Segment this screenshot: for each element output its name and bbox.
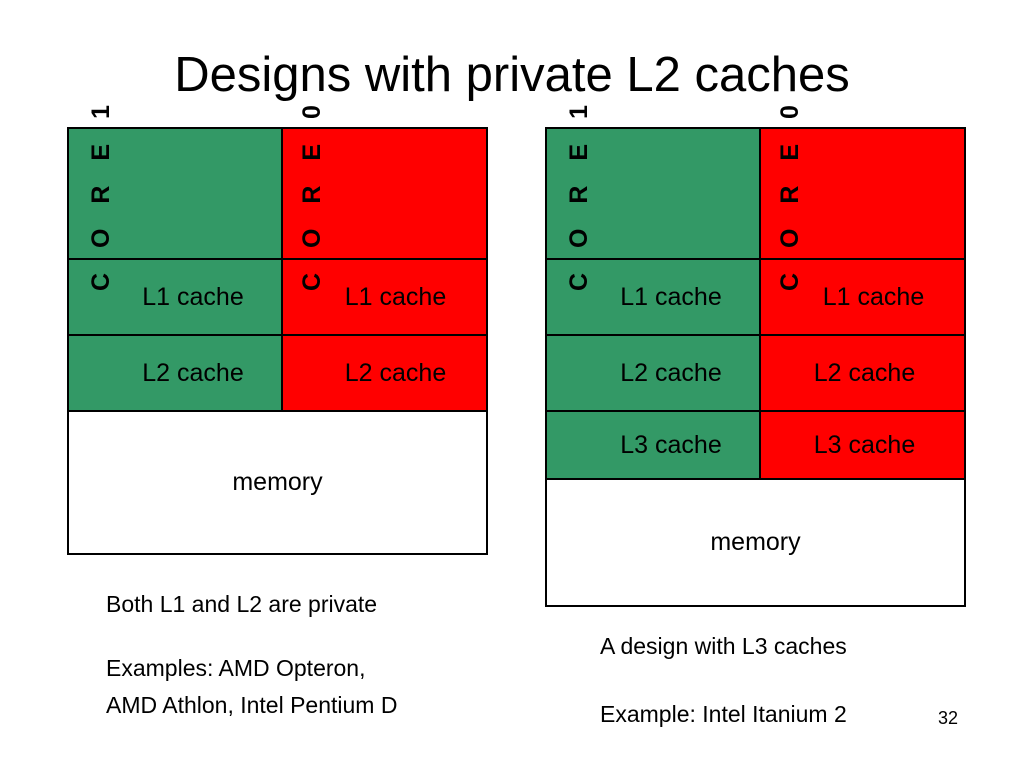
left-cache-diagram: L1 cache L1 cache L2 cache L2 cache memo… (67, 96, 488, 555)
core1-l3-label: L3 cache (620, 430, 722, 459)
core0-l1-cache: L1 cache (281, 258, 488, 336)
core0-block (281, 127, 488, 260)
core1-l3-cache: L3 cache (545, 410, 761, 480)
core0-l2-cache: L2 cache (759, 334, 966, 412)
core1-label: C O R E 1 (565, 96, 593, 291)
core1-l1-label: L1 cache (620, 282, 722, 311)
slide-title: Designs with private L2 caches (174, 48, 850, 102)
core1-block (545, 127, 761, 260)
core0-l1-label: L1 cache (344, 282, 447, 311)
left-caption-line1: Both L1 and L2 are private (106, 591, 378, 617)
left-caption-line3: AMD Athlon, Intel Pentium D (106, 692, 398, 718)
core0-block (759, 127, 966, 260)
core1-l1-cache: L1 cache (545, 258, 761, 336)
core1-block (67, 127, 283, 260)
core1-l2-cache: L2 cache (545, 334, 761, 412)
memory-block: memory (545, 478, 966, 607)
core0-l3-cache: L3 cache (759, 410, 966, 480)
right-caption-line1: A design with L3 caches (600, 633, 847, 659)
memory-label: memory (710, 528, 801, 556)
core1-l2-label: L2 cache (620, 358, 722, 387)
core1-label: C O R E 1 (87, 96, 115, 291)
page-number: 32 (938, 708, 959, 728)
core0-label: C O R E 0 (776, 96, 804, 291)
left-caption-line2: Examples: AMD Opteron, (106, 655, 366, 681)
core1-l2-label: L2 cache (142, 358, 244, 387)
memory-label: memory (232, 468, 323, 496)
core1-l1-label: L1 cache (142, 282, 244, 311)
core0-l2-label: L2 cache (813, 358, 916, 387)
right-cache-diagram: L1 cache L1 cache L2 cache L2 cache L3 c… (545, 96, 966, 607)
core0-l2-label: L2 cache (344, 358, 447, 387)
core0-l1-cache: L1 cache (759, 258, 966, 336)
core0-l1-label: L1 cache (822, 282, 925, 311)
right-caption-line2: Example: Intel Itanium 2 (600, 701, 847, 727)
core0-label: C O R E 0 (298, 96, 326, 291)
memory-block: memory (67, 410, 488, 555)
core0-l3-label: L3 cache (813, 430, 916, 459)
core1-l2-cache: L2 cache (67, 334, 283, 412)
core0-l2-cache: L2 cache (281, 334, 488, 412)
